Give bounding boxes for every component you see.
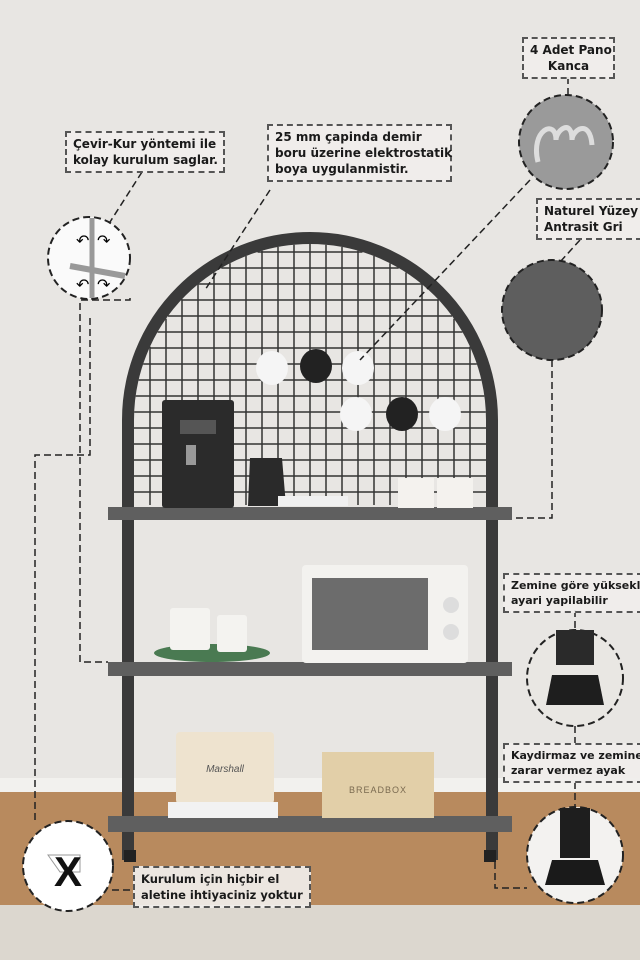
adjustable-foot-circle	[526, 629, 624, 727]
storage-box	[437, 478, 473, 508]
mugs	[256, 349, 461, 431]
assembly-detail-circle: ↶ ↷ ↶ ↷	[47, 216, 131, 300]
coffee-machine	[162, 400, 234, 508]
callout-surface: Naturel Yüzey Antrasit Gri	[536, 198, 640, 240]
foot-left	[124, 850, 136, 862]
callout-text: Çevir-Kur yöntemi ile	[73, 137, 217, 151]
magazine	[278, 496, 348, 506]
radio	[176, 732, 274, 804]
callout-pipe: 25 mm çapinda demir boru üzerine elektro…	[267, 124, 452, 182]
rotate-icon: ↶	[76, 277, 89, 294]
rotate-icon: ↷	[97, 277, 111, 294]
callout-tools: Kurulum için hiçbir el aletine ihtiyacin…	[133, 866, 311, 908]
no-tools-circle: X	[22, 820, 114, 912]
shelf-top	[108, 507, 512, 520]
callout-text: zarar vermez ayak	[511, 764, 626, 777]
callout-text: Naturel Yüzey	[544, 204, 639, 218]
microwave	[302, 565, 468, 663]
foot-right	[484, 850, 496, 862]
canister	[170, 608, 210, 650]
callout-text: boru üzerine elektrostatik	[275, 146, 453, 160]
callout-feet: Kaydirmaz ve zemine zarar vermez ayak	[503, 743, 640, 783]
callout-text: Kurulum için hiçbir el	[141, 872, 280, 886]
baseboard	[0, 778, 640, 792]
callout-text: 4 Adet Pano	[530, 43, 612, 57]
callout-text: ayari yapilabilir	[511, 594, 608, 607]
color-swatch-circle	[501, 259, 603, 361]
callout-text: Antrasit Gri	[544, 220, 623, 234]
rug	[0, 905, 640, 960]
shelf-bottom	[108, 816, 512, 832]
arch-frame	[122, 232, 498, 860]
callout-text: Zemine göre yükseklik	[511, 579, 640, 592]
cross-icon: X	[54, 848, 82, 895]
rotate-icon: ↶	[76, 233, 89, 250]
callout-hooks: 4 Adet Pano Kanca	[522, 37, 615, 79]
rotate-icon: ↷	[97, 233, 111, 250]
bread-box	[322, 752, 434, 818]
radio-label: Marshall	[206, 764, 245, 775]
drill-icon	[47, 854, 81, 873]
hooks-detail-circle	[518, 94, 614, 190]
shelf-middle	[108, 662, 512, 676]
callout-text: Kanca	[547, 59, 590, 73]
canister	[217, 615, 247, 652]
leader-lines	[34, 77, 581, 891]
non-slip-foot-circle	[526, 806, 624, 904]
bread-box-label: BREADBOX	[349, 785, 407, 795]
callout-assembly: Çevir-Kur yöntemi ile kolay kurulum sagl…	[65, 131, 225, 173]
hook-icon	[534, 125, 595, 163]
callout-text: 25 mm çapinda demir	[275, 130, 422, 144]
callout-text: kolay kurulum saglar.	[73, 153, 218, 167]
callout-height: Zemine göre yükseklik ayari yapilabilir	[503, 573, 640, 613]
callout-text: boya uygulanmistir.	[275, 162, 409, 176]
books	[168, 802, 278, 818]
french-press	[248, 458, 286, 506]
callout-text: aletine ihtiyaciniz yoktur	[141, 888, 303, 902]
storage-box	[398, 478, 434, 508]
callout-text: Kaydirmaz ve zemine	[511, 749, 640, 762]
